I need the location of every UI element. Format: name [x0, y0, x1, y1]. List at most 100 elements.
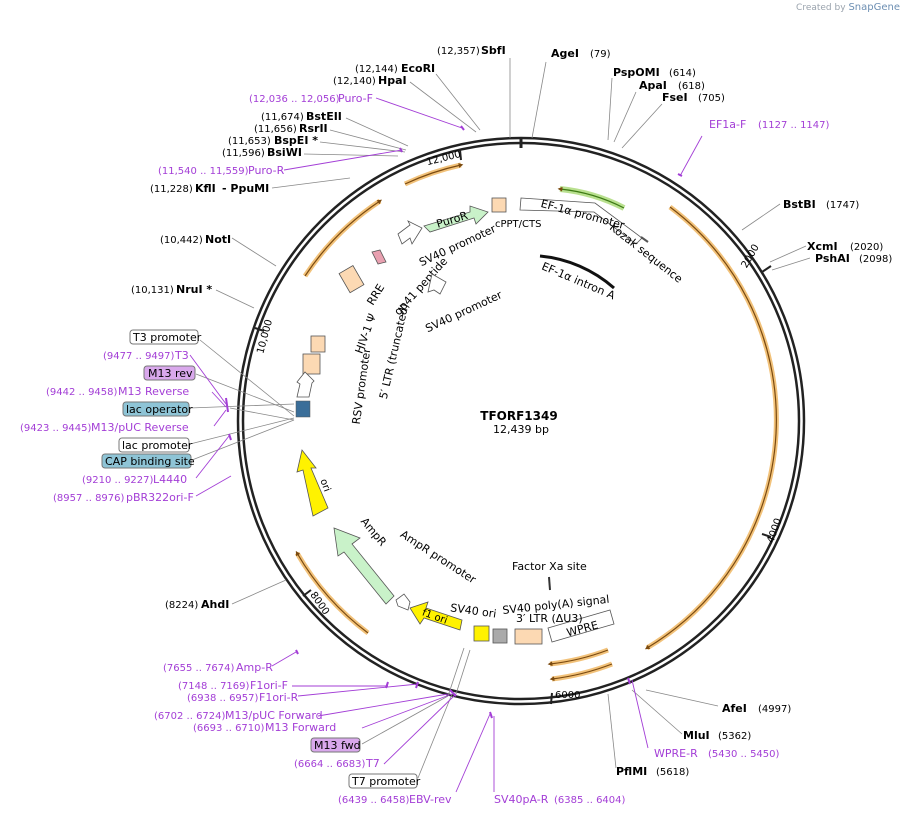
site-label-hpai: (12,140)HpaI: [333, 74, 407, 87]
svg-text:(79): (79): [590, 49, 611, 60]
svg-text:(614): (614): [669, 68, 696, 79]
svg-text:(11,228): (11,228): [150, 184, 193, 195]
svg-text:(11,656): (11,656): [254, 124, 297, 135]
gp41-marker: [371, 249, 387, 265]
snapgene-credit: Created by SnapGene: [796, 2, 900, 13]
orange-arc-bottom-2: [549, 647, 609, 667]
svg-text:pBR322ori-F: pBR322ori-F: [126, 491, 194, 504]
ltr5-box: [302, 353, 321, 375]
m13-rev-tag: M13 rev: [148, 367, 193, 380]
svg-text:BsiWI: BsiWI: [267, 146, 302, 159]
primer-label-f1ori-f: (7148 .. 7169)F1ori-F: [178, 679, 288, 692]
ltr3-box: [514, 628, 543, 645]
kozak-label: Kozak sequence: [607, 221, 685, 286]
svg-text:RsrII: RsrII: [299, 122, 328, 135]
svg-text:(6385 .. 6404): (6385 .. 6404): [554, 795, 626, 806]
svg-text:(9423 .. 9445): (9423 .. 9445): [20, 423, 92, 434]
svg-text:M13 Reverse: M13 Reverse: [118, 385, 189, 398]
kozak-marker: [640, 236, 649, 243]
site-label-nrui: (10,131)NruI *: [131, 283, 212, 296]
ampr-arrow: [333, 527, 395, 605]
cppt-box: [491, 197, 507, 213]
sv40-promoter-label-2: SV40 promoter: [423, 288, 504, 335]
svg-text:(8224): (8224): [165, 600, 198, 611]
t3-promoter-tag: T3 promoter: [132, 331, 202, 344]
rre-label: RRE: [364, 282, 387, 308]
svg-text:NruI *: NruI *: [176, 283, 212, 296]
plasmid-length: 12,439 bp: [493, 423, 549, 436]
orange-arc-top: [403, 162, 462, 187]
site-label-noti: (10,442)NotI: [160, 233, 231, 246]
svg-text:AgeI: AgeI: [551, 47, 579, 60]
rsv-promoter-arrow: [296, 371, 315, 398]
svg-text:(7148 .. 7169): (7148 .. 7169): [178, 681, 250, 692]
ampr-label: AmpR: [358, 515, 389, 549]
sv40-polya-box: [492, 628, 508, 644]
hiv-psi-box: [310, 335, 326, 353]
svg-text:HpaI: HpaI: [378, 74, 407, 87]
svg-text:M13/pUC Reverse: M13/pUC Reverse: [91, 421, 189, 434]
primer-label-ef1a-f: EF1a-F(1127 .. 1147): [709, 118, 830, 131]
primer-label-m13puc-forward: (6702 .. 6724)M13/pUC Forward: [154, 709, 323, 722]
ef1a-promoter-arrow: [519, 197, 643, 245]
svg-text:F1ori-F: F1ori-F: [250, 679, 288, 692]
ori-arrow: [296, 449, 329, 517]
svg-text:MluI: MluI: [683, 729, 710, 742]
site-label-bsiwi: (11,596)BsiWI: [222, 146, 302, 159]
svg-text:(10,442): (10,442): [160, 235, 203, 246]
cppt-label: cPPT/CTS: [495, 219, 541, 230]
svg-text:(5430 .. 5450): (5430 .. 5450): [708, 749, 780, 760]
svg-text:Puro-R: Puro-R: [248, 164, 285, 177]
tick-label-10000: 10,000: [255, 318, 275, 355]
ori-label: ori: [317, 477, 332, 493]
orange-arc-bottom-1: [551, 661, 613, 682]
svg-text:BstEII: BstEII: [306, 110, 342, 123]
primer-label-ebv-rev: (6439 .. 6458)EBV-rev: [338, 793, 452, 806]
svg-text:M13 Forward: M13 Forward: [265, 721, 336, 734]
svg-text:AhdI: AhdI: [201, 598, 229, 611]
svg-text:PshAI: PshAI: [815, 252, 850, 265]
svg-text:PflMI: PflMI: [616, 765, 647, 778]
svg-text:NotI: NotI: [205, 233, 231, 246]
svg-text:(11,596): (11,596): [222, 148, 265, 159]
svg-text:(9210 .. 9227): (9210 .. 9227): [82, 475, 154, 486]
svg-text:(5618): (5618): [656, 767, 689, 778]
svg-text:(9442 .. 9458): (9442 .. 9458): [46, 387, 118, 398]
site-label-apai: ApaI(618): [639, 79, 705, 92]
lac-cluster-marks: [295, 400, 311, 418]
leader-lines: [189, 58, 811, 779]
svg-text:(5362): (5362): [718, 731, 751, 742]
svg-text:XcmI: XcmI: [807, 240, 838, 253]
lac-promoter-tag: lac promoter: [122, 439, 193, 452]
svg-text:(6439 .. 6458): (6439 .. 6458): [338, 795, 410, 806]
svg-text:(9477 .. 9497): (9477 .. 9497): [103, 351, 175, 362]
tick-label-6000: 6000: [555, 690, 580, 701]
svg-text:(11,674): (11,674): [261, 112, 304, 123]
svg-text:L4440: L4440: [153, 473, 187, 486]
ltr5-label: 5′ LTR (truncated): [377, 302, 412, 400]
f1-ori-arrow: [409, 601, 463, 631]
site-label-pshai: PshAI(2098): [815, 252, 892, 265]
credit-prefix: Created by: [796, 3, 846, 13]
primer-label-f1ori-r: (6938 .. 6957)F1ori-R: [187, 691, 299, 704]
sv40-promoter-arrow-1: [397, 220, 423, 245]
primer-label-pbr322ori-f: (8957 .. 8976)pBR322ori-F: [53, 491, 194, 504]
site-label-mlui: MluI (5362): [683, 729, 751, 742]
svg-text:SV40pA-R: SV40pA-R: [494, 793, 549, 806]
svg-text:(6693 .. 6710): (6693 .. 6710): [193, 723, 265, 734]
primer-label-wpre-r: WPRE-R(5430 .. 5450): [654, 747, 780, 760]
factor-xa-label: Factor Xa site: [512, 560, 587, 573]
primer-label-sv40pa-r: SV40pA-R (6385 .. 6404): [494, 793, 626, 806]
site-label-pflmi: PflMI (5618): [616, 765, 689, 778]
ampr-promoter-arrow: [395, 593, 411, 611]
svg-text:(618): (618): [678, 81, 705, 92]
factor-xa-tick: [548, 576, 551, 591]
ampr-promoter-label: AmpR promoter: [398, 528, 479, 587]
site-label-ahdi: (8224)AhdI: [165, 598, 229, 611]
rsv-promoter-label: RSV promoter: [350, 347, 374, 425]
svg-text:(12,144): (12,144): [355, 64, 398, 75]
svg-text:(1127 .. 1147): (1127 .. 1147): [758, 120, 830, 131]
svg-text:PspOMI: PspOMI: [613, 66, 660, 79]
svg-text:(12,036 .. 12,056): (12,036 .. 12,056): [249, 94, 340, 105]
